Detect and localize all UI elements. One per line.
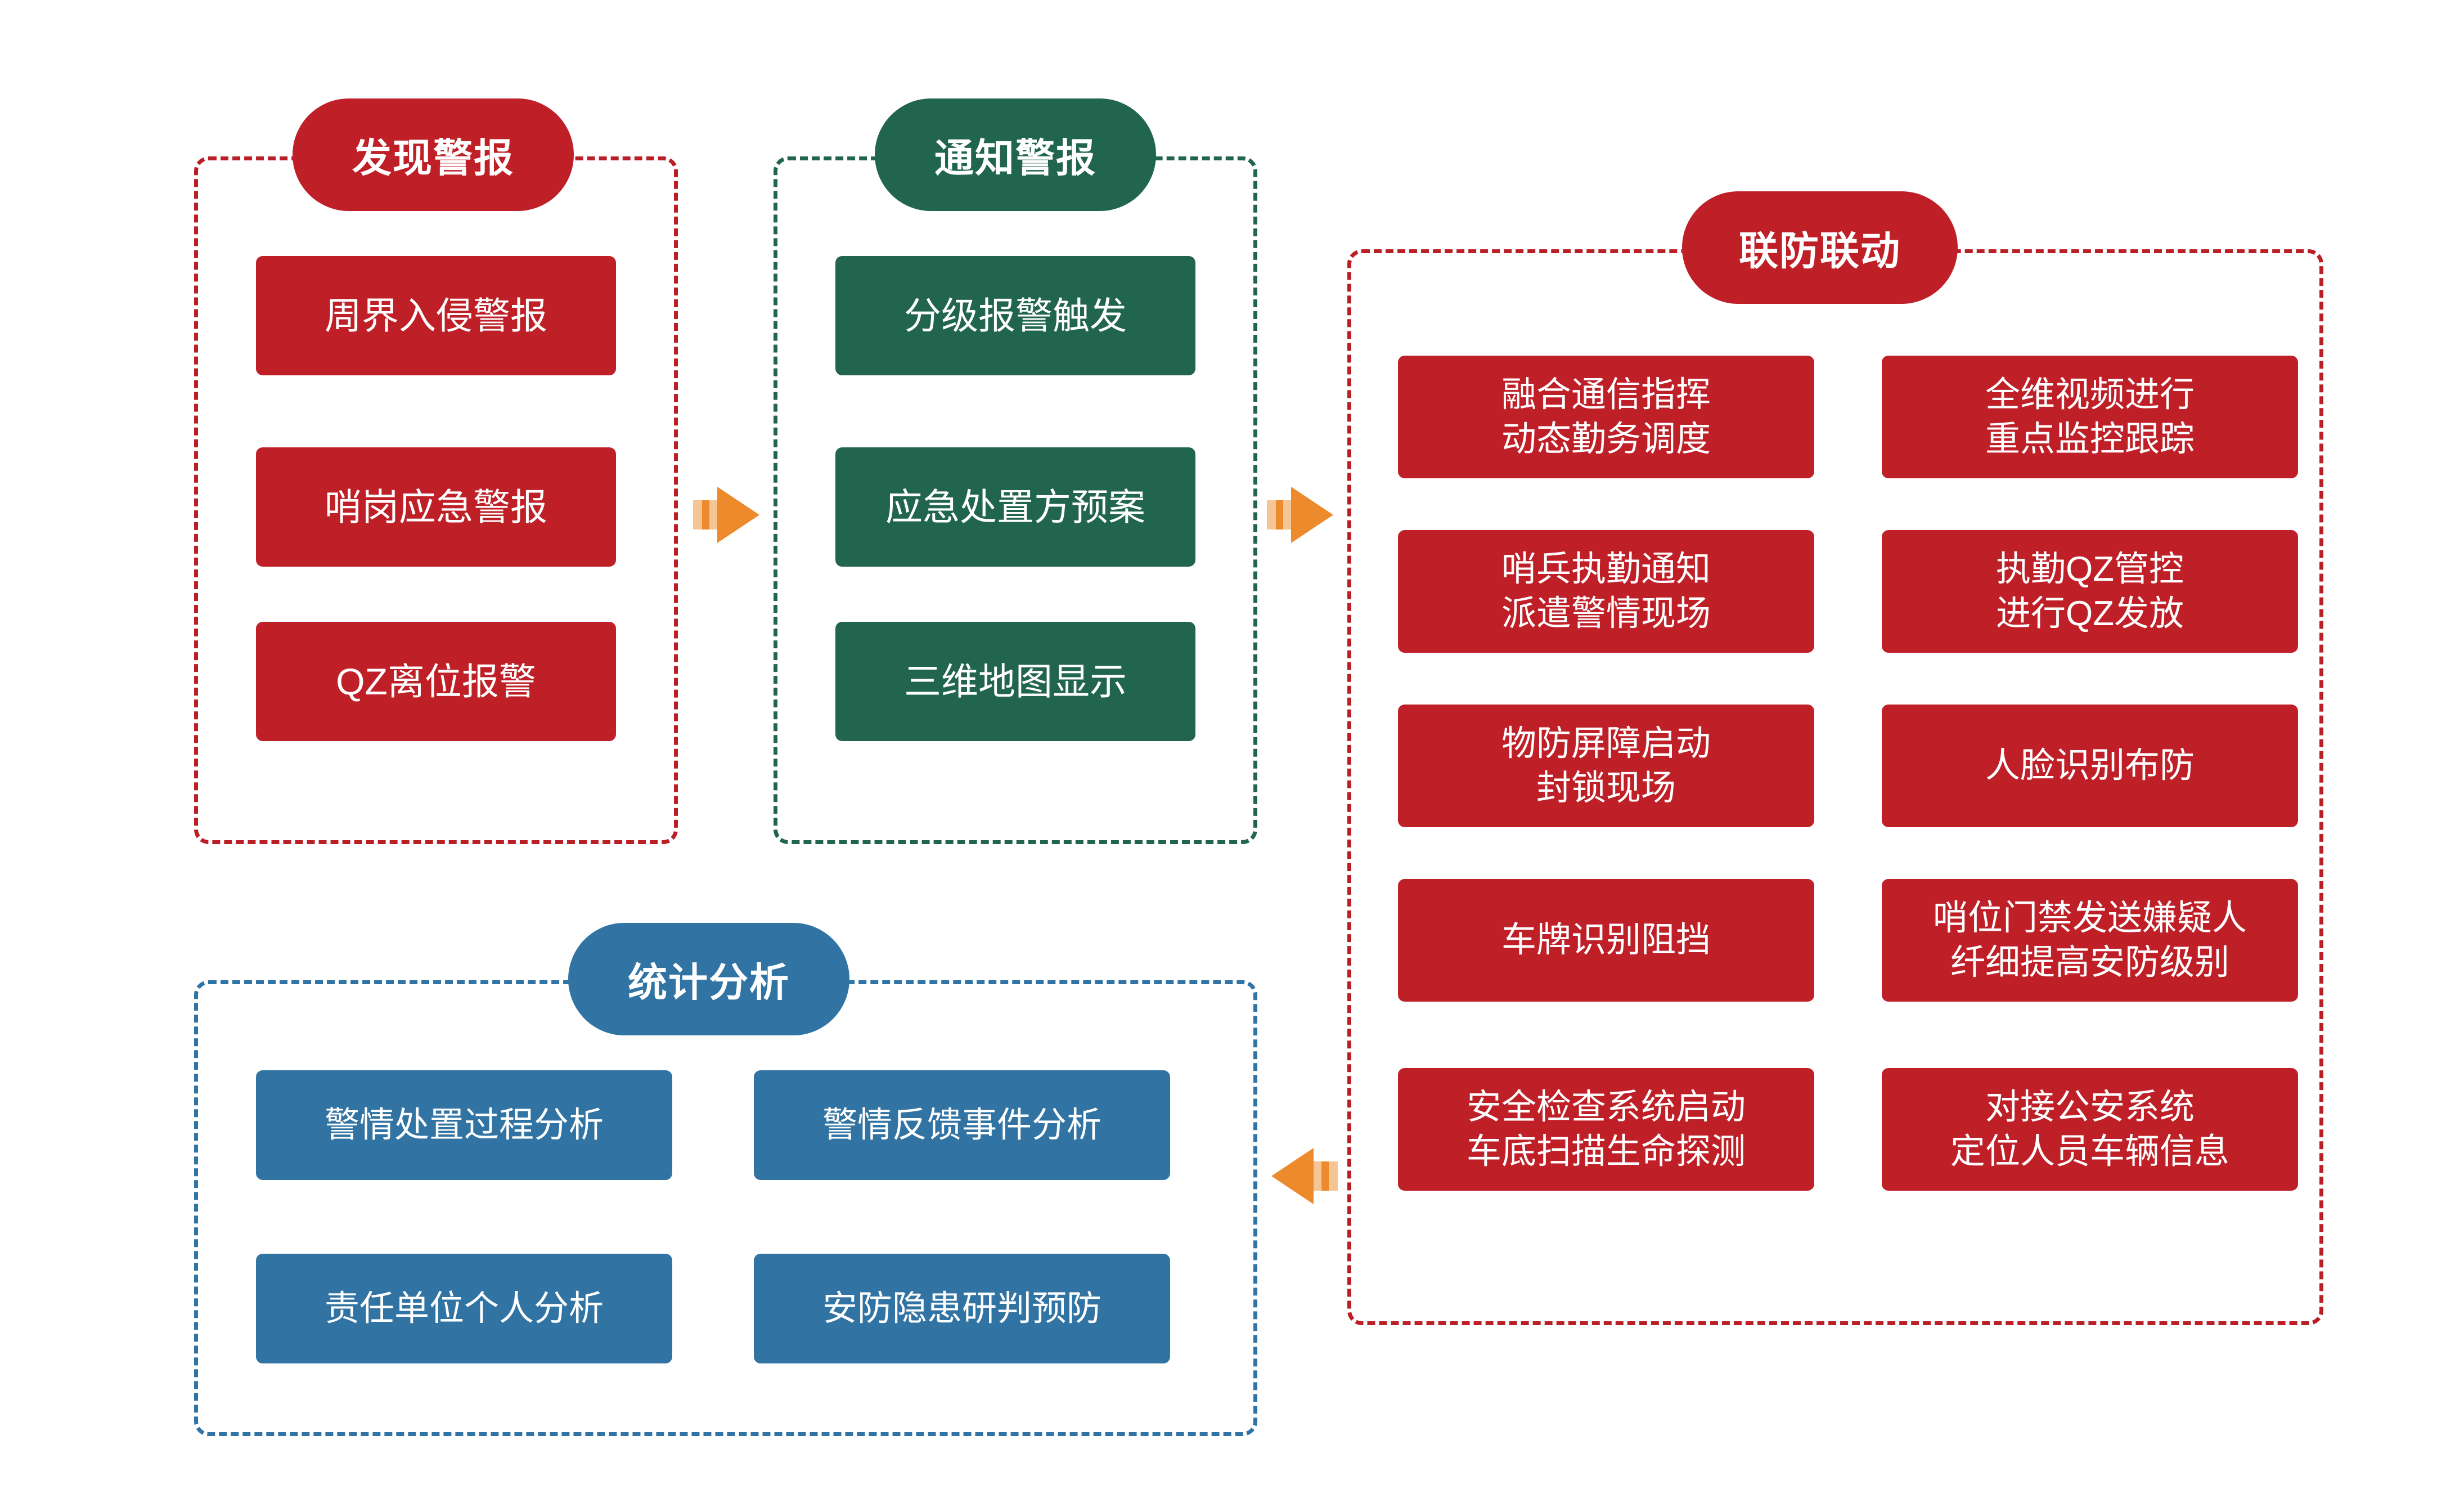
chip-responsible-unit-person-analysis[interactable]: 责任单位个人分析: [256, 1254, 672, 1363]
chip-3d-map-display[interactable]: 三维地图显示: [835, 622, 1195, 741]
chip-police-system-docking[interactable]: 对接公安系统 定位人员车辆信息: [1882, 1068, 2298, 1191]
chip-security-hazard-prevention[interactable]: 安防隐患研判预防: [754, 1254, 1170, 1363]
chip-face-recognition-defense[interactable]: 人脸识别布防: [1882, 705, 2298, 827]
chip-emergency-disposal-plan[interactable]: 应急处置方预案: [835, 447, 1195, 567]
panel-title-joint-defense[interactable]: 联防联动: [1682, 191, 1958, 304]
chip-post-access-suspect-push[interactable]: 哨位门禁发送嫌疑人 纤细提高安防级别: [1882, 879, 2298, 1002]
arrow-left-icon: [1271, 1148, 1338, 1204]
chip-physical-barrier-lockdown[interactable]: 物防屏障启动 封锁现场: [1398, 705, 1814, 827]
chip-duty-qz-control[interactable]: 执勤QZ管控 进行QZ发放: [1882, 530, 2298, 653]
arrow-right-icon: [693, 487, 759, 543]
chip-sentry-duty-notice[interactable]: 哨兵执勤通知 派遣警情现场: [1398, 530, 1814, 653]
arrow-right-icon: [1267, 487, 1333, 543]
panel-statistics-analysis: [194, 980, 1257, 1436]
chip-qz-offpost-alarm[interactable]: QZ离位报警: [256, 622, 616, 741]
chip-perimeter-intrusion-alarm[interactable]: 周界入侵警报: [256, 256, 616, 375]
panel-title-statistics-analysis[interactable]: 统计分析: [568, 923, 849, 1035]
chip-license-plate-blocking[interactable]: 车牌识别阻挡: [1398, 879, 1814, 1002]
panel-title-discover-alarm[interactable]: 发现警报: [293, 98, 574, 211]
chip-fusion-comm-command[interactable]: 融合通信指挥 动态勤务调度: [1398, 356, 1814, 478]
chip-alarm-disposal-process-analysis[interactable]: 警情处置过程分析: [256, 1070, 672, 1180]
chip-graded-alarm-trigger[interactable]: 分级报警触发: [835, 256, 1195, 375]
panel-title-notify-alarm[interactable]: 通知警报: [875, 98, 1156, 211]
chip-alarm-feedback-event-analysis[interactable]: 警情反馈事件分析: [754, 1070, 1170, 1180]
chip-omni-video-tracking[interactable]: 全维视频进行 重点监控跟踪: [1882, 356, 2298, 478]
chip-sentry-emergency-alarm[interactable]: 哨岗应急警报: [256, 447, 616, 567]
chip-security-check-scan[interactable]: 安全检查系统启动 车底扫描生命探测: [1398, 1068, 1814, 1191]
